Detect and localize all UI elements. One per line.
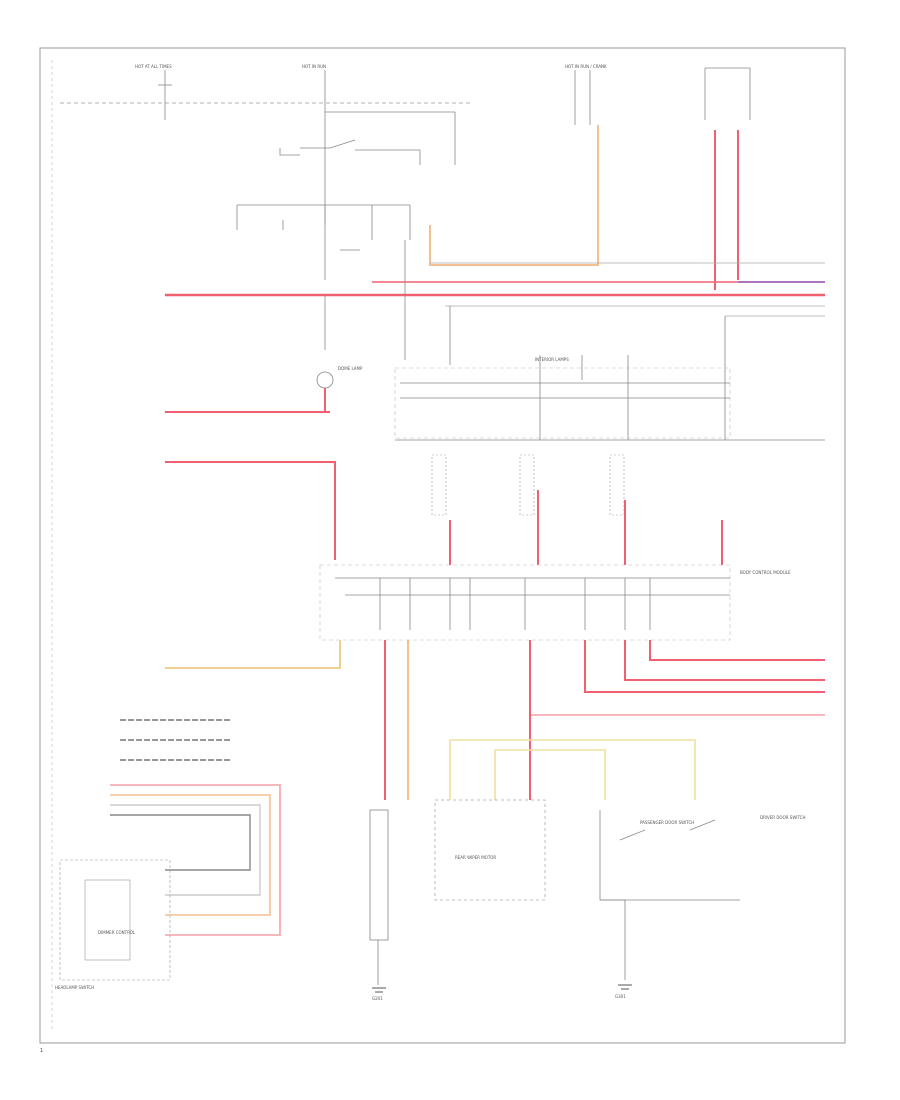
label-rear-wiper-motor: REAR WIPER MOTOR <box>455 855 497 860</box>
headlamp-switch-inner <box>84 879 131 961</box>
bcm-lower-box <box>319 564 731 641</box>
label-dimmer-control: DIMMER CONTROL <box>98 930 136 935</box>
mid-verticals <box>324 240 726 440</box>
ground-g301 <box>618 984 632 990</box>
label-hot-in-run-crank: HOT IN RUN / CRANK <box>565 64 607 69</box>
wire-red-out-2 <box>624 640 825 681</box>
wire-yellow-mid <box>494 749 606 800</box>
wire-yellow-loop <box>449 739 696 800</box>
label-driver-door-switch: DRIVER DOOR SWITCH <box>760 815 806 820</box>
wire-orange-top <box>429 125 599 266</box>
top-right-feeds <box>574 67 751 125</box>
wire-orange-left <box>165 640 341 669</box>
label-passenger-door-switch: PASSENGER DOOR SWITCH <box>640 820 695 825</box>
fuse-feed-center <box>279 70 456 225</box>
lower-components <box>369 799 740 985</box>
label-ground-g201: G201 <box>372 996 383 1001</box>
label-interior-lamps: INTERIOR LAMPS <box>535 357 569 362</box>
label-dome-lamp: DOME LAMP <box>338 366 363 371</box>
diagram-frame <box>39 47 846 1044</box>
bcm-upper-box <box>394 367 731 439</box>
wire-red-left-2 <box>165 461 336 560</box>
bottom-left-harness <box>110 719 281 936</box>
page-number: 1 <box>40 1048 44 1054</box>
headlamp-switch-box <box>59 859 171 981</box>
wire-red-out-1 <box>649 640 825 661</box>
label-ground-g301: G301 <box>615 994 626 999</box>
bcm-lower-taps <box>379 578 651 630</box>
wire-red-out-3 <box>584 640 825 693</box>
label-body-control-module: BODY CONTROL MODULE <box>740 570 791 575</box>
fuse-feed-left <box>158 70 172 120</box>
center-splice <box>236 204 411 280</box>
ground-g201 <box>372 987 386 993</box>
switch-stacks <box>431 454 625 516</box>
label-headlamp-switch: HEADLAMP SWITCH <box>55 985 95 990</box>
dome-lamp-bulb <box>316 371 334 389</box>
label-hot-at-all-times: HOT AT ALL TIMES <box>135 64 172 69</box>
label-hot-in-run: HOT IN RUN <box>302 64 327 69</box>
